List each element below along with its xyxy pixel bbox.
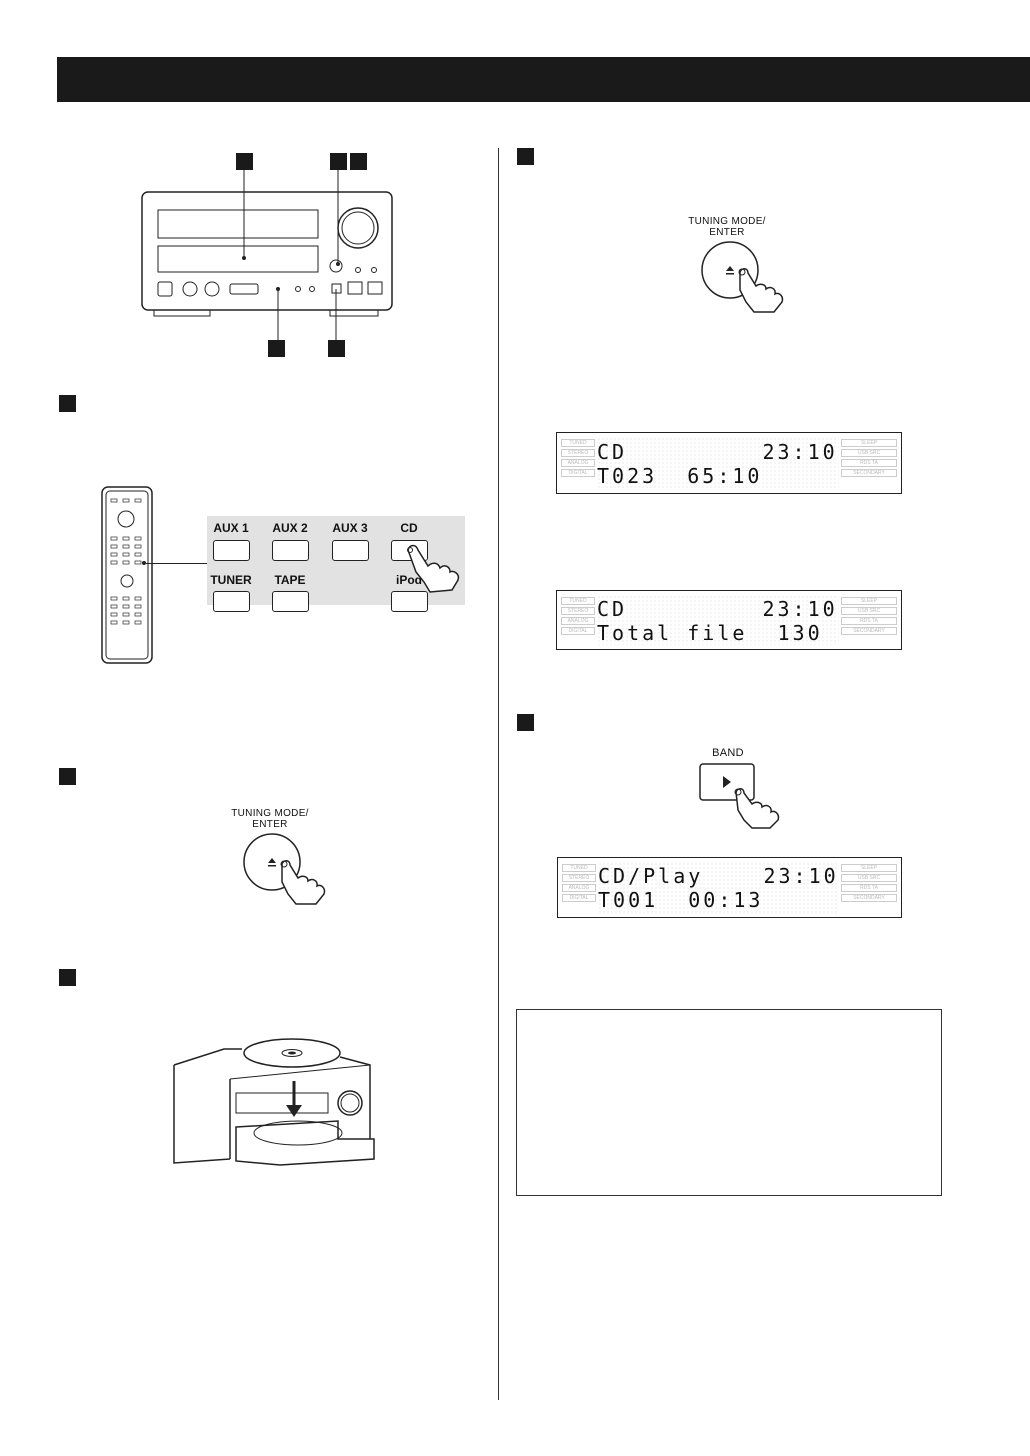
lcd-indicator: USB SRC — [841, 874, 897, 882]
lcd-indicator: TUNED — [561, 439, 595, 447]
ipod-button[interactable] — [391, 591, 428, 612]
lcd-indicator: SLEEP — [841, 864, 897, 872]
lcd-indicator: STEREO — [561, 449, 595, 457]
lcd-indicator: TUNED — [561, 597, 595, 605]
aux2-button[interactable] — [272, 540, 309, 561]
lcd-indicator: RDS TA — [841, 617, 897, 625]
tuning-mode-enter-label: TUNING MODE/ ENTER — [231, 808, 309, 830]
callout-line — [146, 563, 208, 564]
lcd-display: TUNED STEREO ANALOG DIGITAL CD/Play 23:1… — [557, 857, 902, 918]
step-marker — [59, 395, 76, 412]
pressing-hand-icon — [407, 544, 460, 593]
band-play-button[interactable] — [698, 762, 798, 832]
ipod-label: iPod — [396, 573, 422, 587]
lcd-indicator: SECONDARY — [841, 627, 897, 635]
cd-label: CD — [400, 521, 418, 535]
lcd-line-1: CD 23:10 — [597, 440, 838, 464]
tuning-mode-enter-button[interactable] — [696, 240, 796, 315]
column-divider — [498, 148, 499, 1400]
aux2-label: AUX 2 — [272, 521, 308, 535]
lcd-indicator: USB SRC — [841, 607, 897, 615]
lcd-indicator: STEREO — [562, 874, 596, 882]
lcd-indicator: SLEEP — [841, 439, 897, 447]
remote-control-illustration — [101, 486, 153, 664]
step-marker — [59, 768, 76, 785]
lcd-line-2: T001 00:13 — [598, 888, 764, 912]
lcd-indicator: USB SRC — [841, 449, 897, 457]
header-bar — [57, 57, 1030, 102]
lcd-indicator: DIGITAL — [561, 627, 595, 635]
aux3-button[interactable] — [332, 540, 369, 561]
lcd-indicator: DIGITAL — [562, 894, 596, 902]
lcd-indicator: ANALOG — [562, 884, 596, 892]
lcd-indicator: RDS TA — [841, 884, 897, 892]
tuning-mode-enter-button[interactable] — [238, 832, 338, 907]
lcd-line-1: CD 23:10 — [597, 597, 838, 621]
tape-label: TAPE — [274, 573, 306, 587]
tuner-label: TUNER — [210, 573, 252, 587]
lcd-line-2: T023 65:10 — [597, 464, 763, 488]
aux1-label: AUX 1 — [213, 521, 249, 535]
tape-button[interactable] — [272, 591, 309, 612]
lcd-indicator: SECONDARY — [841, 894, 897, 902]
step-marker — [517, 714, 534, 731]
step-marker — [517, 148, 534, 165]
lcd-indicator: RDS TA — [841, 459, 897, 467]
callout-marker — [236, 153, 253, 170]
tuning-mode-enter-label: TUNING MODE/ ENTER — [688, 216, 766, 238]
callout-marker — [350, 153, 367, 170]
front-panel-illustration — [141, 153, 393, 357]
lcd-line-2: Total file 130 — [597, 621, 823, 645]
lcd-indicator: SECONDARY — [841, 469, 897, 477]
lcd-indicator: STEREO — [561, 607, 595, 615]
step-marker — [59, 969, 76, 986]
lcd-indicator: ANALOG — [561, 617, 595, 625]
lcd-display: TUNED STEREO ANALOG DIGITAL CD 23:10 T02… — [556, 432, 902, 494]
lcd-line-1: CD/Play 23:10 — [598, 864, 839, 888]
callout-marker — [328, 340, 345, 357]
aux3-label: AUX 3 — [332, 521, 368, 535]
lcd-indicator: DIGITAL — [561, 469, 595, 477]
lcd-indicator: ANALOG — [561, 459, 595, 467]
callout-marker — [268, 340, 285, 357]
aux1-button[interactable] — [213, 540, 250, 561]
band-label: BAND — [712, 747, 744, 759]
note-box — [516, 1009, 942, 1196]
disc-loading-illustration — [173, 1038, 375, 1166]
callout-marker — [330, 153, 347, 170]
lcd-display: TUNED STEREO ANALOG DIGITAL CD 23:10 Tot… — [556, 590, 902, 650]
lcd-indicator: SLEEP — [841, 597, 897, 605]
tuner-button[interactable] — [213, 591, 250, 612]
lcd-indicator: TUNED — [562, 864, 596, 872]
